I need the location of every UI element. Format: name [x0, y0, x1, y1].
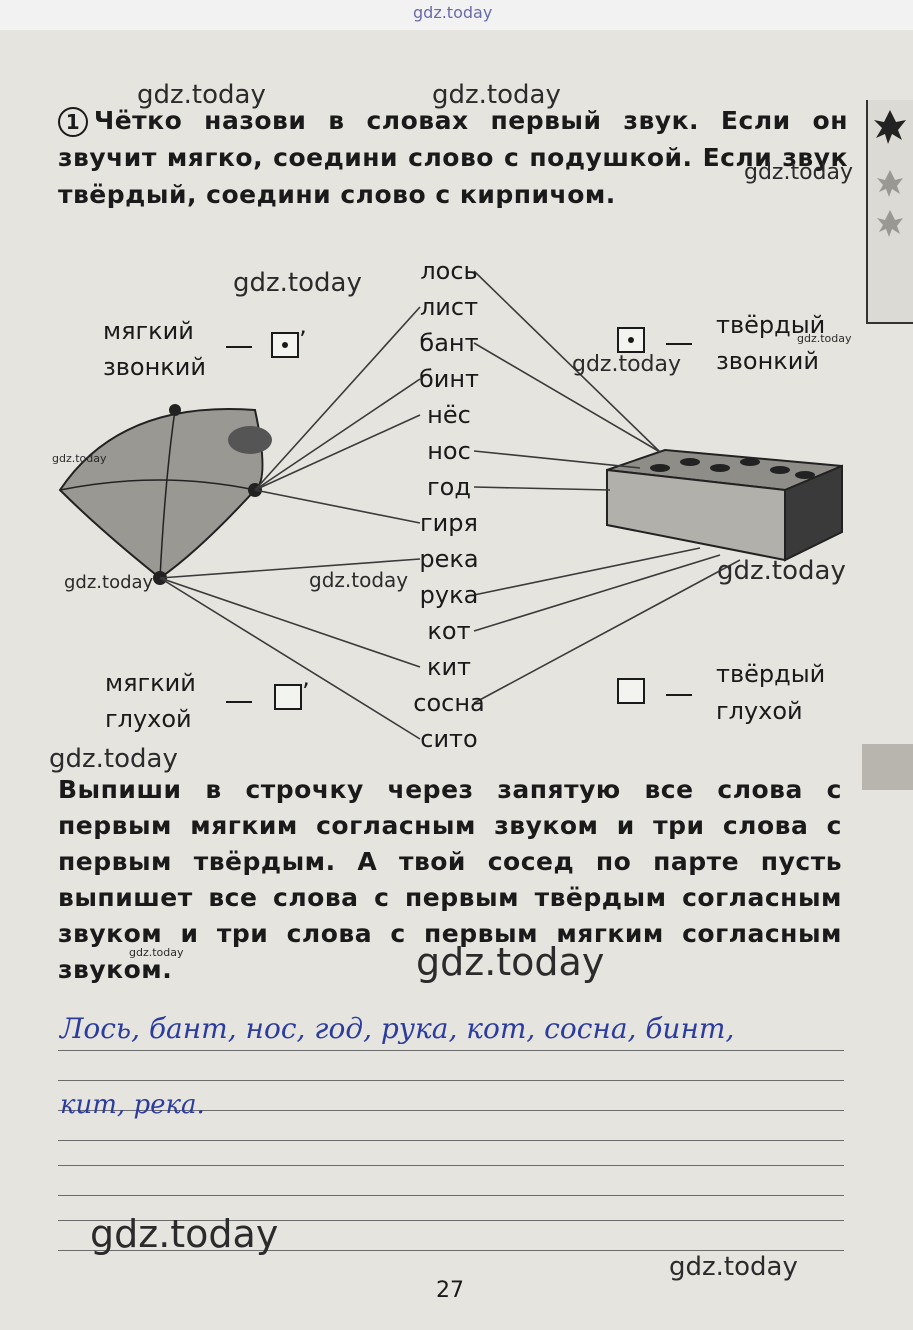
- handwritten-answer-line-1: Лось, бант, нос, год, рука, кот, сосна, …: [60, 1012, 735, 1045]
- word-item: кит: [426, 653, 472, 681]
- hard-voiceless-square-icon: [617, 678, 645, 704]
- hard-voiced-square-icon: [617, 327, 645, 353]
- writing-line: [58, 1250, 844, 1251]
- leaf-icon: [874, 110, 906, 237]
- word-item: рука: [419, 581, 479, 609]
- label-voiced: звонкий: [716, 347, 819, 375]
- top-strip: [0, 0, 913, 30]
- handwritten-answer-line-2: кит, река.: [60, 1090, 205, 1120]
- word-item: река: [419, 545, 479, 573]
- watermark: gdz.today: [137, 80, 266, 110]
- watermark: gdz.today: [432, 80, 561, 110]
- label-soft: мягкий: [105, 669, 196, 697]
- watermark: gdz.today: [64, 572, 154, 593]
- word-item: нос: [427, 437, 471, 465]
- word-item: бинт: [418, 365, 480, 393]
- watermark: gdz.today: [416, 940, 605, 984]
- watermark: gdz.today: [52, 452, 107, 465]
- word-item: год: [427, 473, 471, 501]
- watermark: gdz.today: [49, 744, 178, 774]
- writing-line: [58, 1140, 844, 1141]
- soft-voiced-square-icon: [271, 332, 299, 358]
- watermark: gdz.today: [572, 352, 682, 377]
- watermark: gdz.today: [717, 556, 846, 586]
- word-item: гиря: [420, 509, 478, 537]
- softness-mark: ’: [299, 326, 307, 354]
- reading-icon: [862, 744, 913, 790]
- writing-line: [58, 1110, 844, 1111]
- connection-lines: [159, 270, 741, 740]
- task-number: 1: [58, 107, 88, 137]
- dash: [666, 694, 692, 696]
- watermark: gdz.today: [797, 332, 852, 345]
- word-item: кот: [427, 617, 471, 645]
- label-voiced: звонкий: [103, 353, 206, 381]
- word-item: бант: [419, 329, 479, 357]
- writing-line: [58, 1220, 844, 1221]
- task-2-text: Выпиши в строчку через запятую все слова…: [58, 775, 842, 984]
- label-hard: твёрдый: [716, 660, 826, 688]
- word-item: сито: [420, 725, 478, 753]
- watermark: gdz.today: [233, 268, 362, 298]
- watermark-top: gdz.today: [413, 3, 493, 22]
- label-voiceless: глухой: [716, 697, 803, 725]
- dash: [226, 701, 252, 703]
- word-item: нёс: [427, 401, 471, 429]
- label-soft: мягкий: [103, 317, 194, 345]
- word-item: лист: [419, 293, 479, 321]
- workbook-page: [0, 30, 913, 1330]
- writing-line: [58, 1195, 844, 1196]
- word-item: лось: [420, 257, 478, 285]
- dash: [226, 346, 252, 348]
- watermark: gdz.today: [669, 1252, 798, 1282]
- brick-picture: [606, 448, 843, 562]
- pillow-picture: [58, 404, 272, 585]
- writing-line: [58, 1165, 844, 1166]
- watermark: gdz.today: [309, 568, 409, 592]
- writing-line: [58, 1080, 844, 1081]
- dash: [666, 343, 692, 345]
- watermark: gdz.today: [129, 946, 184, 959]
- softness-mark: ’: [302, 678, 310, 706]
- soft-voiceless-square-icon: [274, 684, 302, 710]
- label-voiceless: глухой: [105, 705, 192, 733]
- label-hard: твёрдый: [716, 311, 826, 339]
- watermark: gdz.today: [90, 1212, 279, 1256]
- page-number: 27: [436, 1278, 464, 1303]
- task-1-text: Чётко назови в словах первый звук. Если …: [58, 106, 848, 209]
- watermark: gdz.today: [744, 160, 854, 185]
- word-item: сосна: [413, 689, 485, 717]
- sidebar-leaf-panel: [866, 100, 913, 324]
- writing-line: [58, 1050, 844, 1051]
